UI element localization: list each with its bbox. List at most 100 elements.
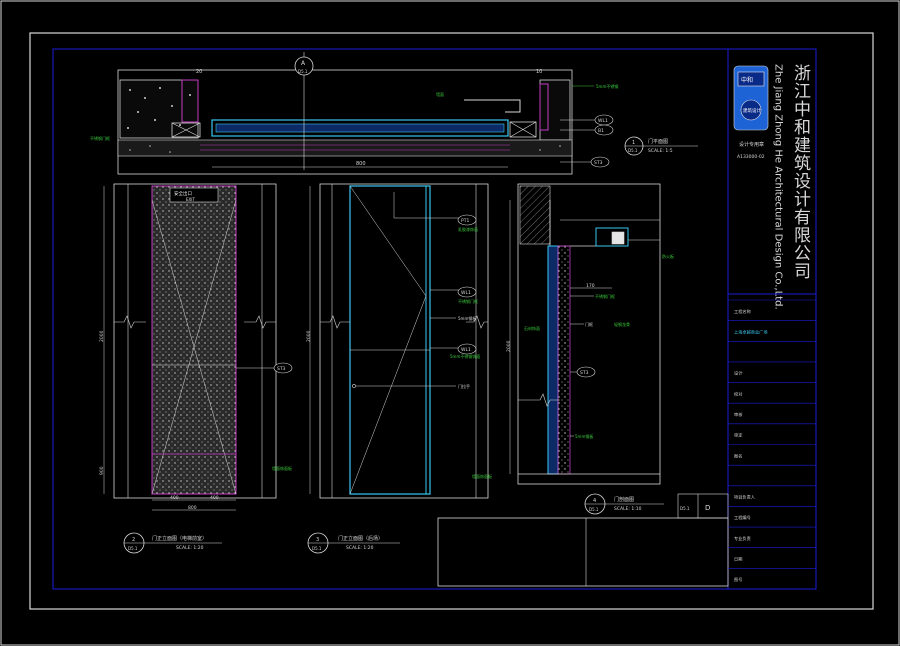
elev-left-title-text: 门正立面图（电梯前室） (152, 535, 207, 542)
section-note-0: 不锈钢门框 (595, 293, 615, 299)
plan-right-frame-box (509, 121, 537, 138)
elev-left-dim-height: 2000 (99, 330, 105, 342)
elev-mid-swing-b (349, 295, 427, 495)
plan-callout-tag: ST3 (594, 160, 603, 166)
info-row-label: 专业负责 (734, 535, 751, 542)
plan-note-1: WL1 (598, 118, 608, 124)
elev-mid-title-scale: SCALE: 1:20 (346, 545, 374, 551)
plan-left-finish (181, 79, 199, 123)
title-block-frame (727, 48, 817, 590)
plan-dim-total: 800 (356, 161, 366, 167)
elev-left-frame (113, 183, 277, 499)
elevation-mid: 2000 PT1 乳胶漆饰面 WL1 不锈钢门框 5mm钢板 WL1 5mm不锈… (306, 183, 492, 554)
plan-title-sheet: D5.1 (628, 148, 638, 153)
info-row-label: 上海卓越商业广场 (734, 328, 768, 335)
elev-left-dim-total: 800 (188, 505, 197, 511)
plan-note-0: 5mm不锈钢 (596, 83, 618, 89)
plan-left-wall-hatch (127, 87, 191, 129)
section-frame-head (595, 227, 629, 247)
elev-mid-tag-1: WL1 (461, 290, 471, 296)
section-note-1: 门框 (585, 321, 593, 327)
plan-marker-letter: A (301, 60, 306, 67)
cert-no: A133000-02 (737, 154, 765, 160)
elev-mid-note-4: 门拉手 (458, 383, 470, 389)
section-frame (517, 183, 661, 485)
title-block: 中和 建筑设计 设计专用章 A133000-02 浙江中和建筑设计有限公司 Zh… (728, 64, 816, 583)
section-callout: ST3 (580, 370, 589, 376)
elev-left-title-num: 2 (132, 537, 135, 543)
plan-right-finish (539, 83, 549, 131)
elev-mid-door-leaf (349, 185, 431, 495)
info-row-label: 项目负责人 (734, 494, 756, 501)
plan-right-wall (539, 79, 571, 141)
plan-marker-circle (294, 56, 314, 76)
plan-left-frame-cross (171, 122, 201, 138)
elev-mid-title-num: 3 (316, 537, 319, 543)
elev-left-note: 墙面饰面板 (272, 465, 292, 471)
plan-view-frame (117, 69, 573, 175)
sheet-no-code: D5.1 (680, 506, 690, 511)
sheet-border (29, 32, 874, 610)
info-row-label: 审定 (734, 432, 742, 439)
section-title-sheet: D5.1 (589, 507, 599, 512)
logo-text-top: 中和 (741, 76, 753, 84)
plan-left-frame-box (171, 122, 201, 138)
elev-left-dim-w2: 400 (210, 495, 219, 501)
section-title-text: 门剖面图 (614, 496, 634, 503)
elev-left-title-sheet: D5.1 (128, 546, 138, 551)
section-note-3: 石材饰面 (524, 325, 540, 331)
elevation-left: 安全出口 EXIT 2000 900 400 400 800 ST3 墙面饰面板… (99, 183, 293, 554)
elev-mid-title-sheet: D5.1 (312, 546, 322, 551)
section-title-num: 4 (593, 498, 596, 504)
elev-left-callout: ST3 (277, 366, 286, 372)
company-name-en: Zhe Jiang Zhong He Architectural Design … (773, 64, 784, 310)
elev-mid-note-2: 5mm钢板 (458, 315, 476, 321)
elev-mid-frame (319, 183, 489, 499)
plan-note-4: 墙面 (436, 91, 444, 97)
plan-note-2: B1 (598, 128, 604, 134)
elev-mid-handle (352, 384, 356, 388)
exit-sign-box (169, 187, 219, 203)
plan-right-frame-cross (509, 121, 537, 138)
section-door-leaf (547, 245, 559, 475)
logo-text-bottom: 建筑设计 (743, 107, 761, 114)
section-note-4: 5mm钢板 (575, 433, 593, 439)
stamp-label: 设计专用章 (739, 141, 764, 148)
elev-left-dim-low: 900 (99, 466, 105, 475)
elev-mid-tag-0: PT1 (461, 218, 469, 224)
plan-title-text: 门平面图 (648, 138, 668, 145)
info-row-label: 工程名称 (734, 308, 751, 315)
plan-note-6: 不锈钢门框 (90, 135, 110, 141)
sheet-no-letter: D (705, 504, 710, 512)
elev-left-dim-w1: 400 (170, 495, 179, 501)
elev-mid-tag-2: WL1 (461, 347, 471, 353)
plan-title-num: 1 (632, 140, 635, 146)
info-row-label: 审核 (734, 411, 743, 418)
exit-sign-label-en: EXIT (186, 197, 195, 202)
elev-mid-note-3: 5mm不锈钢饰面 (450, 353, 480, 359)
elev-mid-note-1: 不锈钢门框 (458, 298, 478, 304)
info-row-label: 图名 (734, 452, 742, 459)
plan-floor-hatch (200, 144, 510, 151)
elev-mid-title-text: 门正立面图（后场） (338, 535, 383, 542)
plan-door-handle (464, 99, 521, 113)
section-dim-height: 2000 (506, 340, 512, 352)
plan-view: 800 20 10 A D5.1 5mm不锈钢 WL1 B1 ST3 墙面 不锈… (90, 52, 698, 175)
section-note-5: 防火板 (662, 253, 674, 259)
plan-left-wall (119, 79, 199, 139)
section-note-2: 轻钢龙骨 (614, 321, 630, 327)
sheet-no-box (677, 493, 729, 519)
plan-gap-left: 20 (196, 69, 202, 75)
notes-box (437, 517, 729, 587)
elev-mid-dim-height: 2000 (306, 330, 312, 342)
elev-left-diagonal-b (151, 199, 237, 495)
company-name-cn: 浙江中和建筑设计有限公司 (790, 64, 811, 280)
info-row-label: 设计 (734, 370, 742, 377)
elev-mid-swing-a (349, 185, 427, 297)
info-row-label: 日期 (734, 557, 742, 563)
plan-door-core (215, 123, 505, 133)
elev-mid-note-0: 乳胶漆饰面 (458, 226, 478, 232)
